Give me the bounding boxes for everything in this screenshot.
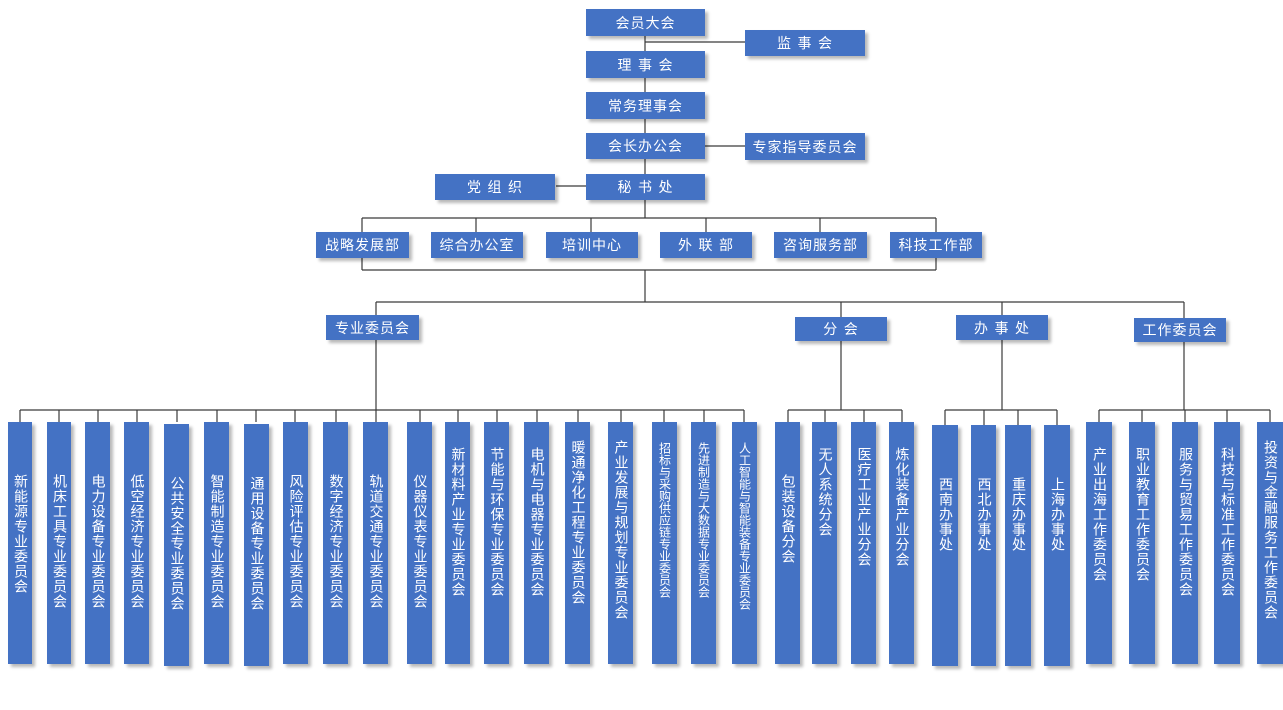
professional-committee: 暖通净化工程专业委员会	[565, 422, 590, 664]
council-box: 理 事 会	[586, 51, 705, 78]
group-office: 办 事 处	[956, 315, 1048, 340]
professional-committee: 低空经济专业委员会	[124, 422, 149, 664]
working-committee: 职业教育工作委员会	[1129, 422, 1155, 664]
office-item: 西北办事处	[971, 425, 996, 666]
office-item: 上海办事处	[1044, 425, 1070, 666]
supervisory-board-box: 监 事 会	[745, 30, 865, 56]
professional-committee: 人工智能与智能装备专业委员会	[732, 422, 757, 664]
branch-item: 无人系统分会	[812, 422, 837, 664]
dept-strategy: 战略发展部	[316, 232, 409, 258]
dept-general-office: 综合办公室	[431, 232, 523, 258]
professional-committee: 轨道交通专业委员会	[363, 422, 388, 664]
professional-committee: 节能与环保专业委员会	[484, 422, 509, 664]
professional-committee: 招标与采购供应链专业委员会	[652, 422, 677, 664]
working-committee: 科技与标准工作委员会	[1214, 422, 1240, 664]
professional-committee: 产业发展与规划专业委员会	[608, 422, 633, 664]
professional-committee: 电机与电器专业委员会	[524, 422, 549, 664]
expert-committee-box: 专家指导委员会	[745, 133, 865, 160]
party-organization-box: 党 组 织	[435, 174, 555, 200]
dept-technology: 科技工作部	[890, 232, 982, 258]
dept-external: 外 联 部	[660, 232, 752, 258]
group-professional: 专业委员会	[326, 315, 419, 340]
professional-committee: 数字经济专业委员会	[323, 422, 348, 664]
office-item: 重庆办事处	[1005, 425, 1031, 666]
dept-consulting: 咨询服务部	[774, 232, 867, 258]
professional-committee: 通用设备专业委员会	[244, 424, 269, 666]
professional-committee: 电力设备专业委员会	[85, 422, 110, 664]
working-committee: 投资与金融服务工作委员会	[1257, 422, 1283, 664]
dept-training: 培训中心	[546, 232, 638, 258]
office-item: 西南办事处	[932, 425, 958, 666]
branch-item: 炼化装备产业分会	[889, 422, 914, 664]
branch-item: 医疗工业产业分会	[851, 422, 876, 664]
branch-item: 包装设备分会	[775, 422, 800, 664]
working-committee: 服务与贸易工作委员会	[1172, 422, 1198, 664]
professional-committee: 公共安全专业委员会	[164, 424, 189, 666]
professional-committee: 仪器仪表专业委员会	[407, 422, 432, 664]
professional-committee: 新能源专业委员会	[8, 422, 32, 664]
working-committee: 产业出海工作委员会	[1086, 422, 1112, 664]
assembly-box: 会员大会	[586, 9, 705, 36]
professional-committee: 先进制造与大数据专业委员会	[691, 422, 716, 664]
president-office-box: 会长办公会	[586, 133, 705, 159]
standing-council-box: 常务理事会	[586, 92, 705, 119]
group-branch: 分 会	[795, 317, 887, 341]
secretariat-box: 秘 书 处	[586, 174, 705, 200]
professional-committee: 新材料产业专业委员会	[445, 422, 470, 664]
professional-committee: 智能制造专业委员会	[204, 422, 229, 664]
professional-committee: 机床工具专业委员会	[47, 422, 71, 664]
group-working: 工作委员会	[1134, 318, 1226, 342]
professional-committee: 风险评估专业委员会	[283, 422, 308, 664]
